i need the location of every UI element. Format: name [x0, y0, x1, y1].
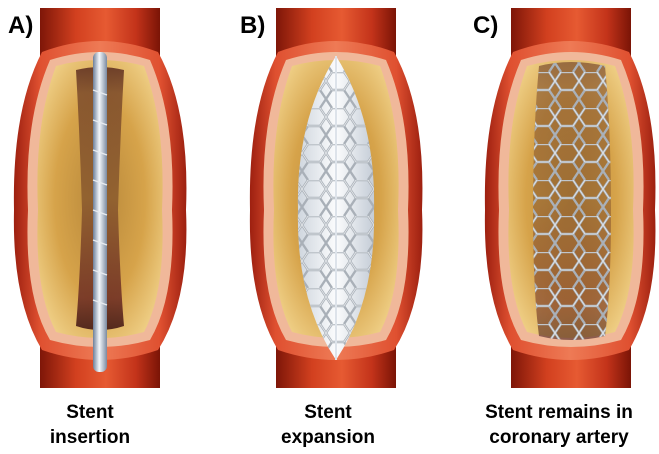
- caption-c-line1: Stent remains in: [459, 400, 659, 425]
- artery-illustration-stent-remains: [459, 0, 659, 400]
- panel-a: A) Stent insertion: [0, 0, 200, 454]
- stent-mesh: [533, 62, 611, 340]
- caption-b-line2: expansion: [228, 425, 428, 450]
- caption-a-line2: insertion: [0, 425, 190, 450]
- artery-illustration-insertion: [0, 0, 200, 400]
- panel-b: B) Stent expansion: [230, 0, 430, 454]
- artery-illustration-expansion: [230, 0, 430, 400]
- panel-c: C) Stent remains in coronary artery: [459, 0, 659, 454]
- caption-c: Stent remains in coronary artery: [459, 400, 659, 450]
- caption-a-line1: Stent: [0, 400, 190, 425]
- caption-b: Stent expansion: [228, 400, 428, 450]
- caption-a: Stent insertion: [0, 400, 190, 450]
- caption-c-line2: coronary artery: [459, 425, 659, 450]
- caption-b-line1: Stent: [228, 400, 428, 425]
